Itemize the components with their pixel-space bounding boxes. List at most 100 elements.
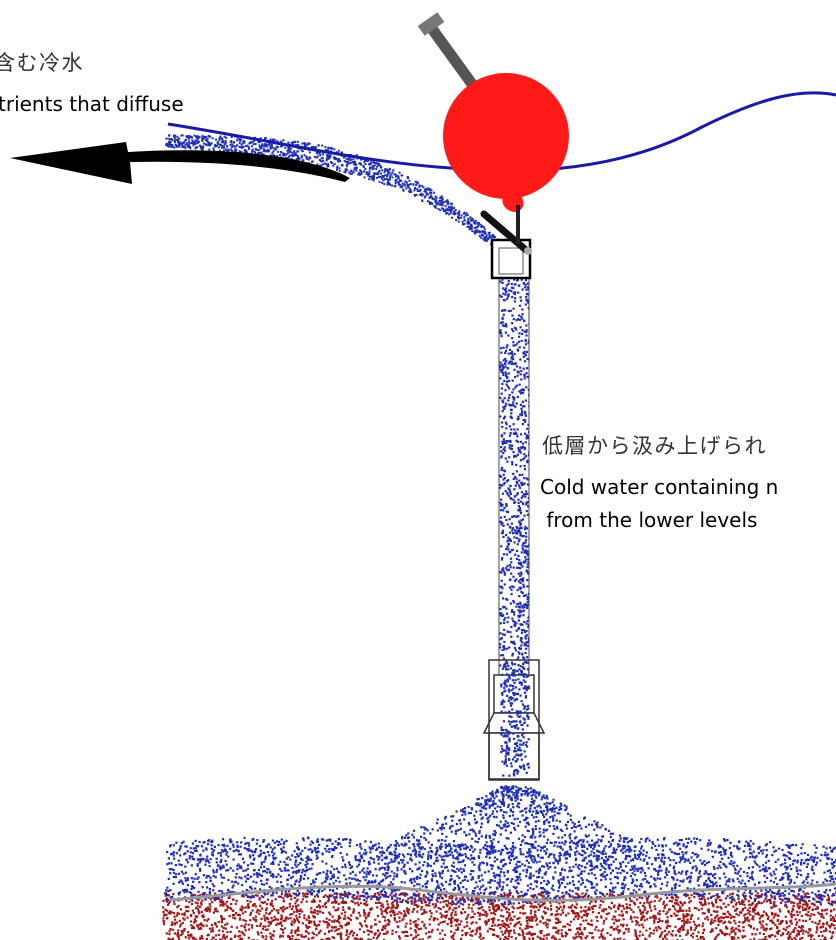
- sediment-particle: [223, 917, 226, 920]
- water-particle: [279, 154, 281, 156]
- sediment-particle: [643, 906, 646, 909]
- sediment-particle: [370, 926, 373, 929]
- sediment-particle: [395, 931, 398, 934]
- sediment-particle: [758, 932, 761, 935]
- water-particle: [517, 739, 520, 742]
- sediment-particle: [516, 921, 519, 925]
- water-particle: [526, 596, 529, 599]
- water-particle: [512, 515, 515, 518]
- water-particle: [524, 711, 527, 714]
- sediment-particle: [197, 925, 200, 928]
- water-particle: [388, 168, 391, 171]
- water-particle: [466, 225, 469, 228]
- water-particle: [231, 149, 234, 152]
- sediment-particle: [580, 906, 583, 909]
- water-particle: [513, 770, 516, 773]
- sediment-particle: [291, 920, 294, 923]
- water-particle: [521, 442, 525, 445]
- sediment-particle: [804, 919, 808, 922]
- sediment-particle: [229, 906, 232, 909]
- sediment-particle: [725, 915, 728, 918]
- water-particle: [364, 168, 367, 170]
- sediment-particle: [570, 909, 573, 912]
- sediment-particle: [831, 903, 834, 907]
- water-particle: [480, 806, 484, 809]
- sediment-particle: [270, 937, 273, 940]
- sediment-particle: [285, 916, 288, 919]
- water-particle: [521, 412, 524, 415]
- water-particle: [240, 151, 243, 154]
- sediment-particle: [495, 904, 498, 907]
- sediment-particle: [173, 915, 176, 918]
- water-particle: [517, 340, 521, 343]
- sediment-particle: [697, 892, 700, 895]
- sediment-particle: [263, 901, 266, 904]
- water-particle: [305, 155, 308, 158]
- sediment-particle: [688, 921, 691, 924]
- water-particle: [527, 497, 529, 500]
- sediment-particle: [231, 909, 234, 912]
- sediment-particle: [312, 932, 316, 936]
- sediment-particle: [672, 904, 675, 907]
- water-particle: [517, 540, 520, 543]
- sediment-particle: [799, 937, 802, 940]
- water-particle: [520, 623, 523, 626]
- sediment-particle: [741, 909, 744, 912]
- water-particle: [517, 619, 520, 622]
- water-particle: [476, 225, 479, 228]
- water-particle: [501, 648, 504, 652]
- sediment-particle: [365, 900, 368, 903]
- water-particle: [508, 387, 511, 390]
- sediment-particle: [404, 893, 407, 896]
- water-particle: [528, 394, 529, 397]
- sediment-particle: [506, 911, 509, 914]
- water-particle: [502, 292, 505, 295]
- sediment-particle: [384, 908, 387, 911]
- water-particle: [508, 394, 511, 397]
- sediment-particle: [761, 938, 764, 940]
- sediment-particle: [230, 908, 233, 911]
- water-particle: [424, 195, 427, 198]
- water-particle: [504, 829, 507, 832]
- sediment-particle: [557, 913, 560, 916]
- water-particle: [264, 143, 267, 145]
- water-particle: [524, 343, 528, 346]
- water-particle: [333, 148, 336, 151]
- water-particle: [187, 144, 190, 147]
- water-particle: [525, 372, 528, 375]
- sediment-particle: [775, 904, 778, 907]
- sediment-particle: [707, 897, 710, 900]
- sediment-particle: [340, 912, 343, 915]
- water-particle: [476, 221, 479, 224]
- water-particle: [516, 374, 519, 377]
- sediment-particle: [331, 936, 334, 939]
- sediment-particle: [176, 932, 179, 935]
- water-particle: [511, 663, 514, 666]
- sediment-particle: [428, 931, 431, 934]
- sediment-particle: [519, 895, 522, 898]
- sediment-particle: [677, 896, 680, 899]
- sediment-particle: [762, 925, 765, 928]
- sediment-particle: [507, 908, 510, 911]
- sediment-particle: [773, 905, 776, 908]
- water-particle: [269, 154, 272, 157]
- sediment-particle: [249, 900, 252, 903]
- sediment-particle: [669, 925, 672, 928]
- sediment-particle: [714, 898, 717, 901]
- water-particle: [367, 172, 370, 175]
- water-particle: [235, 149, 238, 152]
- water-particle: [349, 159, 352, 162]
- water-particle: [512, 669, 515, 672]
- sediment-particle: [590, 923, 593, 926]
- water-particle: [401, 837, 404, 840]
- water-particle: [504, 405, 507, 408]
- water-particle: [257, 149, 260, 152]
- sediment-particle: [543, 934, 546, 937]
- outlet-box-inner: [498, 247, 524, 275]
- sediment-particle: [191, 909, 194, 912]
- water-particle: [507, 664, 510, 667]
- sediment-particle: [574, 912, 577, 915]
- sediment-particle: [762, 910, 766, 913]
- sediment-particle: [303, 914, 306, 917]
- water-particle: [503, 432, 506, 435]
